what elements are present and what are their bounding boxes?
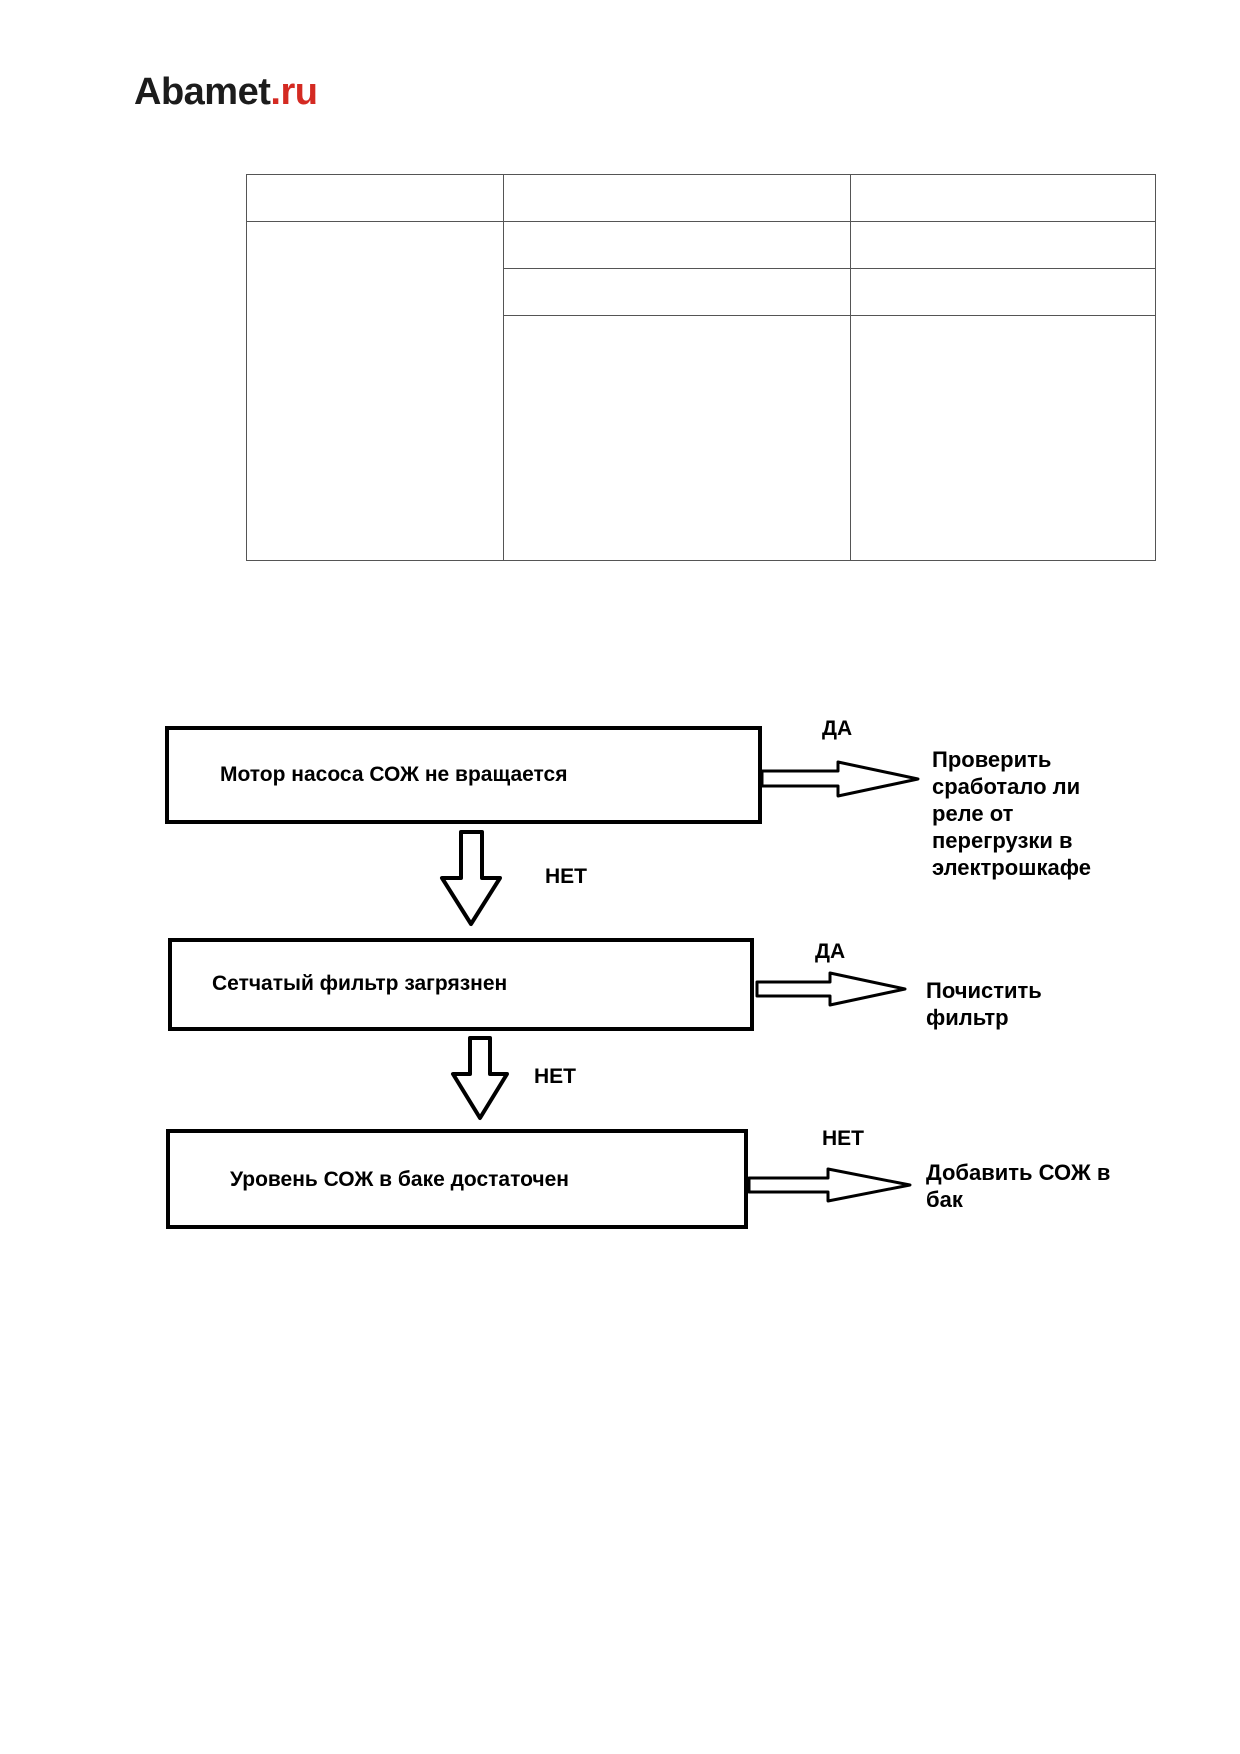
step-3-action-line-1: Добавить СОЖ в: [926, 1160, 1110, 1185]
step-2-branch-down: НЕТ: [534, 1065, 576, 1088]
step-1-down-arrow: [440, 830, 502, 926]
table-row: [246, 174, 1156, 222]
table-cell: [246, 221, 504, 561]
step-2-action-line-2: фильтр: [926, 1005, 1009, 1030]
table-row: [246, 221, 1156, 561]
flow-step-2: Сетчатый фильтр загрязнен ДА Почистить ф…: [168, 938, 1042, 1120]
logo-tld-text: ru: [280, 71, 318, 113]
step-2-box: [168, 938, 754, 1031]
step-3-action-line-2: бак: [926, 1187, 964, 1212]
table-cell: [850, 268, 1156, 316]
logo-main-text: Abamet: [134, 71, 271, 113]
step-1-action-line-4: перегрузки в: [932, 828, 1073, 853]
step-1-question: Мотор насоса СОЖ не вращается: [220, 763, 567, 786]
step-3-right-arrow: [747, 1167, 912, 1203]
step-3-box: [166, 1129, 748, 1229]
step-1-box: [165, 726, 762, 824]
step-1-action-line-5: электрошкафе: [932, 855, 1091, 880]
step-2-right-arrow: [755, 971, 907, 1007]
table-row: [247, 268, 1156, 316]
step-3-branch-right: НЕТ: [822, 1127, 864, 1150]
empty-table: [246, 174, 1156, 561]
step-1-action-line-1: Проверить: [932, 747, 1051, 772]
table-cell: [850, 315, 1156, 561]
step-2-branch-right: ДА: [815, 940, 845, 963]
flow-step-3: Уровень СОЖ в баке достаточен НЕТ Добави…: [166, 1127, 1110, 1229]
step-1-right-arrow: [760, 760, 920, 798]
step-2-question: Сетчатый фильтр загрязнен: [212, 972, 507, 995]
step-1-action-line-2: сработало ли: [932, 774, 1080, 799]
table-cell: [503, 315, 851, 561]
step-2-down-arrow: [451, 1036, 509, 1120]
step-1-branch-right: ДА: [822, 717, 852, 740]
logo-dot: .: [270, 71, 281, 113]
table-row: [247, 315, 1156, 561]
flow-step-1: Мотор насоса СОЖ не вращается ДА Провери…: [165, 717, 1091, 926]
step-1-branch-down: НЕТ: [545, 865, 587, 888]
abamet-logo: Abamet.ru: [134, 62, 318, 122]
step-3-question: Уровень СОЖ в баке достаточен: [230, 1168, 569, 1191]
step-2-action-line-1: Почистить: [926, 978, 1042, 1003]
table-cell: [246, 174, 504, 222]
step-1-action-line-3: реле от: [932, 801, 1014, 826]
table-cell: [850, 174, 1156, 222]
table-cell: [503, 268, 851, 316]
